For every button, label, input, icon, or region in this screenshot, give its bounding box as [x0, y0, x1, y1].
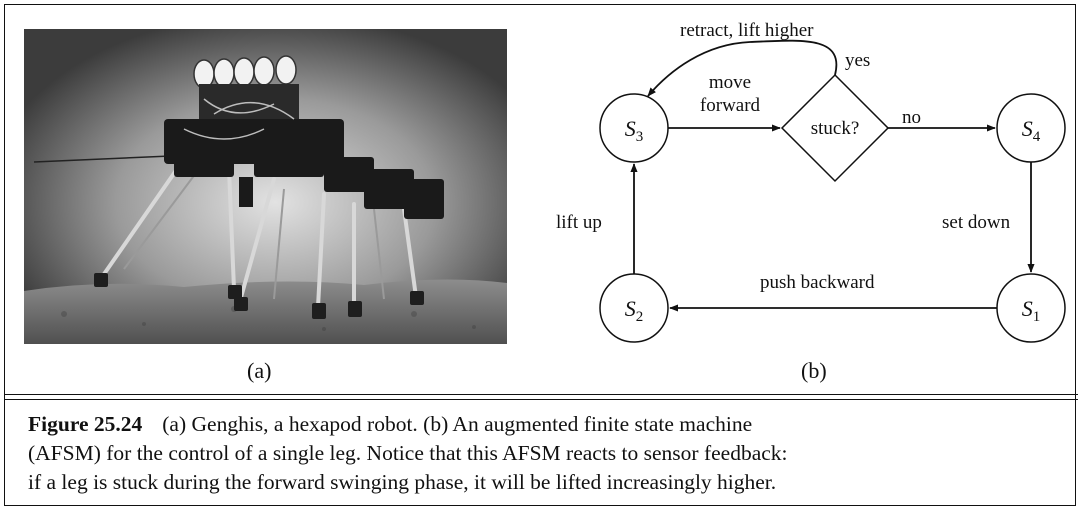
- label-set-down: set down: [942, 212, 1011, 233]
- state-s3: S3: [599, 93, 669, 163]
- svg-text:S3: S3: [625, 116, 644, 145]
- label-retract: retract, lift higher: [680, 20, 814, 41]
- caption-divider: [4, 394, 1078, 395]
- panel-a-label: (a): [247, 358, 272, 383]
- state-s4: S4: [996, 93, 1066, 163]
- label-yes: yes: [845, 50, 870, 71]
- figure-frame: [4, 4, 1076, 506]
- figure-caption: Figure 25.24(a) Genghis, a hexapod robot…: [28, 410, 1058, 497]
- robot-photo: [24, 29, 507, 344]
- caption-line-3: if a leg is stuck during the forward swi…: [28, 470, 777, 494]
- label-push-backward: push backward: [760, 272, 875, 293]
- edge-stuck-to-s3-loop: [647, 39, 838, 97]
- caption-line-2: (AFSM) for the control of a single leg. …: [28, 441, 788, 465]
- state-s1: S1: [996, 273, 1066, 343]
- caption-divider-double: [4, 399, 1078, 400]
- panel-b-label: (b): [801, 358, 827, 383]
- label-move-forward-2: forward: [700, 95, 761, 116]
- svg-text:S4: S4: [1022, 116, 1041, 145]
- label-lift-up: lift up: [556, 212, 602, 233]
- state-s2: S2: [599, 273, 669, 343]
- svg-text:stuck?: stuck?: [811, 118, 860, 139]
- svg-text:S1: S1: [1022, 296, 1041, 325]
- label-move-forward-1: move: [709, 72, 751, 93]
- afsm-diagram: S3 S4 S2 S1 stuck? retract, lift higher …: [556, 20, 1066, 343]
- svg-text:S2: S2: [625, 296, 644, 325]
- label-no: no: [902, 107, 921, 128]
- figure-number: Figure 25.24: [28, 412, 143, 436]
- caption-line-1: Figure 25.24(a) Genghis, a hexapod robot…: [28, 412, 753, 436]
- decision-stuck: stuck?: [780, 73, 890, 183]
